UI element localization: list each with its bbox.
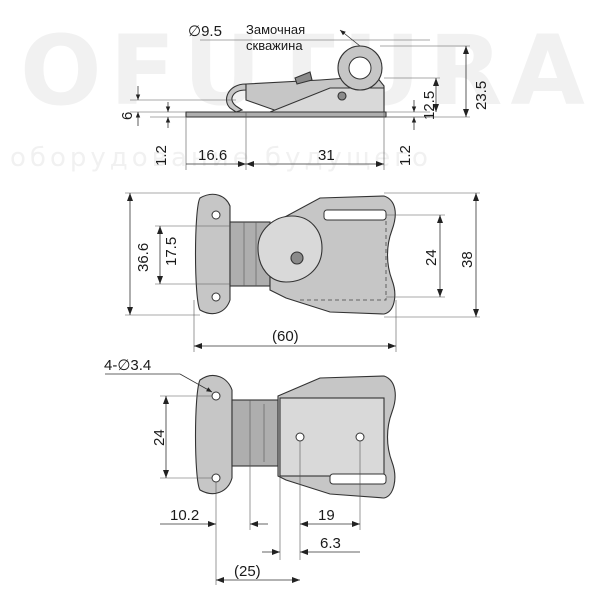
keyhole-label-line2: скважина xyxy=(246,38,303,53)
hinge-block-bottom xyxy=(231,399,279,467)
hole-callout: 4-∅3.4 xyxy=(104,357,151,374)
keyhole-label-line1: Замочная xyxy=(246,22,305,37)
latch-hole-left xyxy=(295,432,305,442)
front-dim-17-5: 17.5 xyxy=(163,237,180,266)
hidden-edge xyxy=(300,214,387,301)
bottom-view: 4-∅3.4 24 10.2 19 6.3 (25) xyxy=(104,357,396,585)
keeper-hole-bottom-b xyxy=(211,473,221,483)
front-dim-38: 38 xyxy=(459,251,476,268)
pivot-rivet xyxy=(290,251,304,265)
front-view: 36.6 17.5 24 38 (60) xyxy=(125,192,480,352)
dim-16-6: 16.6 xyxy=(198,147,227,164)
bottom-dim-6-3: 6.3 xyxy=(320,535,341,552)
front-dim-60: (60) xyxy=(272,328,299,345)
dim-1-2-left: 1.2 xyxy=(153,145,170,166)
keeper-hole-top-b xyxy=(211,391,221,401)
rivet-side xyxy=(337,91,347,101)
dim-6: 6 xyxy=(119,112,136,120)
bottom-dim-24: 24 xyxy=(151,429,168,446)
latch-slot xyxy=(323,209,387,221)
top-view: ∅9.5 Замочная скважина 6 1.2 16.6 31 1.2 xyxy=(119,22,490,170)
watermark-tagline: оборудование будущего xyxy=(10,143,432,173)
keeper-hole-bottom xyxy=(211,292,221,302)
dim-23-5: 23.5 xyxy=(473,81,490,110)
bottom-dim-19: 19 xyxy=(318,507,335,524)
dim-31: 31 xyxy=(318,147,335,164)
lever-tab xyxy=(294,71,313,85)
keyhole-diameter-label: ∅9.5 xyxy=(188,23,222,40)
front-dim-36-6: 36.6 xyxy=(135,243,152,272)
base-plate xyxy=(185,111,387,118)
dim-12-5: 12.5 xyxy=(421,91,438,120)
front-dim-24: 24 xyxy=(423,249,440,266)
dim-1-2-right: 1.2 xyxy=(397,145,414,166)
bottom-dim-25: (25) xyxy=(234,563,261,580)
keeper-plate-bottom xyxy=(194,375,233,495)
keyhole-hole xyxy=(348,56,372,80)
lever xyxy=(257,215,323,283)
catch-hook xyxy=(226,83,247,113)
keeper-hole-top xyxy=(211,210,221,220)
latch-lower-plate xyxy=(269,87,385,113)
latch-slot-bottom xyxy=(329,473,387,485)
latch-hole-right xyxy=(355,432,365,442)
bottom-dim-10-2: 10.2 xyxy=(170,507,199,524)
